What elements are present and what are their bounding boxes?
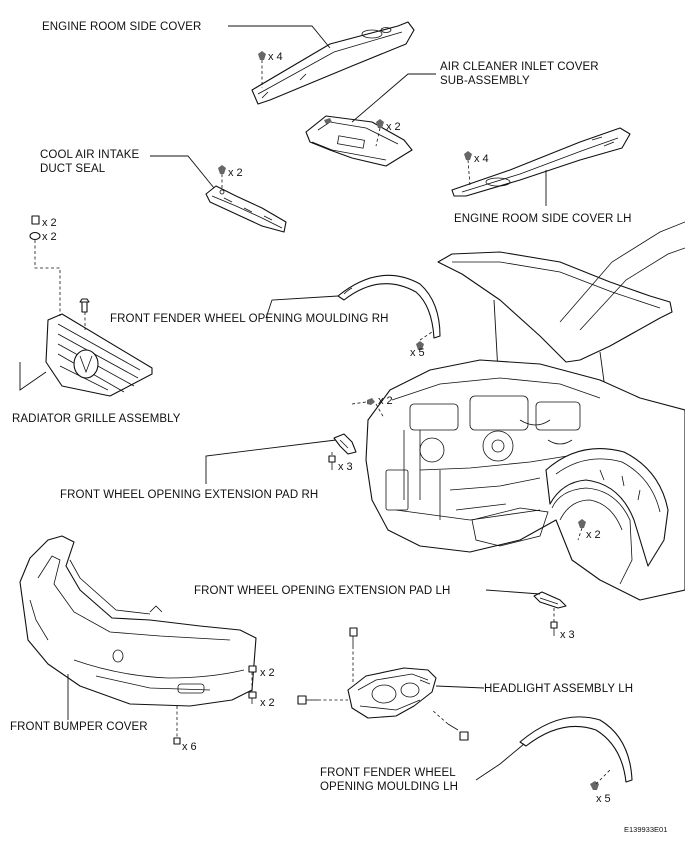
front-bumper-cover [19, 535, 257, 707]
qty-pad-rh: x 3 [338, 461, 353, 473]
label-engine-room-side-cover-lh: ENGINE ROOM SIDE COVER LH [454, 213, 632, 225]
qty-grille-b: x 2 [42, 231, 57, 243]
extension-pad-lh [533, 591, 567, 609]
extension-pad-rh [333, 433, 357, 455]
qty-bumper-screws: x 6 [182, 741, 197, 753]
label-cool-air-intake-1: COOL AIR INTAKE [40, 149, 140, 161]
leader-lines [19, 25, 611, 785]
fender-liner [545, 448, 669, 585]
label-air-cleaner-inlet-cover-2: SUB-ASSEMBLY [440, 75, 530, 87]
label-cool-air-intake-2: DUCT SEAL [40, 163, 106, 175]
engine-room-side-cover-lh [451, 127, 631, 197]
qty-body-clips: x 2 [378, 395, 393, 407]
figure-code: E139933E01 [624, 825, 667, 834]
label-fender-moulding-lh-1: FRONT FENDER WHEEL [320, 767, 456, 779]
engine-room-side-cover [251, 21, 415, 105]
cool-air-intake-duct-seal [205, 185, 287, 233]
qty-bumper-b: x 2 [260, 697, 275, 709]
fender-moulding-lh [519, 716, 633, 783]
qty-cool-air: x 2 [228, 167, 243, 179]
radiator-grille [45, 313, 153, 397]
label-extension-pad-rh: FRONT WHEEL OPENING EXTENSION PAD RH [60, 489, 318, 501]
label-air-cleaner-inlet-cover-1: AIR CLEANER INLET COVER [440, 61, 599, 73]
qty-pad-lh: x 3 [560, 629, 575, 641]
label-engine-room-side-cover: ENGINE ROOM SIDE COVER [42, 21, 201, 33]
qty-side-cover-lh: x 4 [474, 153, 489, 165]
label-fender-moulding-rh: FRONT FENDER WHEEL OPENING MOULDING RH [110, 313, 389, 325]
part-labels: ENGINE ROOM SIDE COVER AIR CLEANER INLET… [10, 21, 633, 793]
qty-fender-liner: x 2 [586, 529, 601, 541]
fasteners [29, 51, 599, 790]
qty-bumper-a: x 2 [260, 667, 275, 679]
label-front-bumper-cover: FRONT BUMPER COVER [10, 721, 148, 733]
engine-bay [385, 377, 601, 521]
label-fender-moulding-lh-2: OPENING MOULDING LH [320, 781, 458, 793]
label-headlight-assembly-lh: HEADLIGHT ASSEMBLY LH [484, 683, 633, 695]
label-radiator-grille: RADIATOR GRILLE ASSEMBLY [12, 413, 181, 425]
qty-side-cover: x 4 [268, 51, 283, 63]
qty-air-cleaner: x 2 [386, 121, 401, 133]
label-extension-pad-lh: FRONT WHEEL OPENING EXTENSION PAD LH [194, 585, 450, 597]
qty-moulding-rh: x 5 [410, 347, 425, 359]
qty-moulding-lh: x 5 [596, 793, 611, 805]
fender-moulding-rh [337, 274, 441, 339]
air-cleaner-inlet-cover [305, 115, 413, 167]
headlight-assembly-lh [347, 667, 437, 719]
vehicle-body [365, 221, 685, 601]
qty-grille-a: x 2 [42, 217, 57, 229]
quantity-labels: x 4 x 2 x 2 x 4 x 2 x 2 x 5 x 2 x 3 x 2 … [42, 51, 611, 805]
